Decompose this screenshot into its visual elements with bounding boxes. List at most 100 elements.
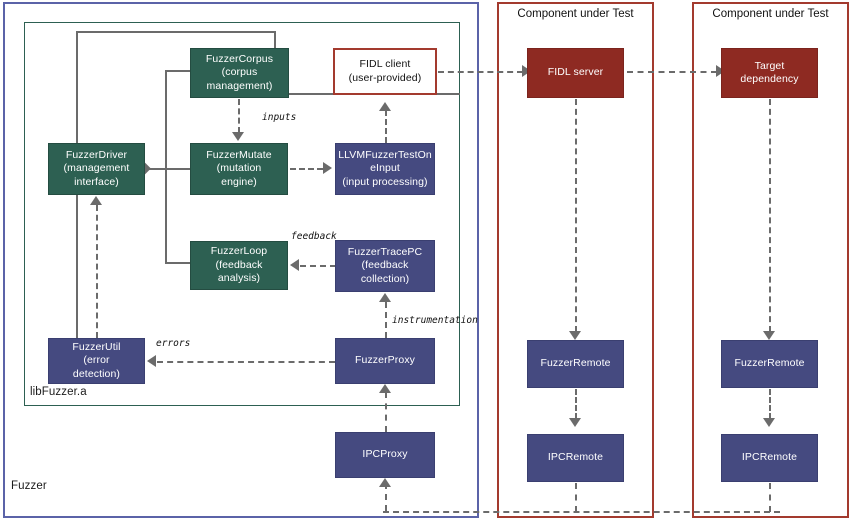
edge-tracepc-to-loop <box>300 265 336 267</box>
edge-bus-riser-2 <box>769 483 771 512</box>
container-fuzzer-label: Fuzzer <box>11 480 47 492</box>
node-fuzzer-driver[interactable]: FuzzerDriver (management interface) <box>48 143 145 195</box>
node-fuzzer-mutate-line2: (mutation <box>216 162 262 175</box>
node-fuzzer-remote-1[interactable]: FuzzerRemote <box>527 340 624 388</box>
node-fuzzer-corpus-line3: management) <box>206 79 273 92</box>
edge-target-to-fuzzerremote-2-arrow <box>763 331 775 340</box>
edge-fuzzerremote-1-to-ipcremote-1-arrow <box>569 418 581 427</box>
node-fuzzer-util-line3: detection) <box>72 367 121 380</box>
node-llvm-fuzzer-test-one-input-line1: LLVMFuzzerTestOn <box>338 148 432 161</box>
container-libfuzzer-label: libFuzzer.a <box>30 386 87 398</box>
node-fuzzer-remote-2-line1: FuzzerRemote <box>734 357 805 370</box>
container-component-under-test-1-title: Component under Test <box>517 8 634 20</box>
edge-fidl-client-to-server-arrow <box>522 65 531 77</box>
edge-fidl-server-to-fuzzerremote-1-arrow <box>569 331 581 340</box>
edge-tracepc-to-loop-arrow <box>290 259 299 271</box>
edge-label-feedback: feedback <box>291 231 337 242</box>
edge-corpus-rail-up <box>274 31 276 49</box>
node-ipc-remote-2-line1: IPCRemote <box>741 451 798 464</box>
node-target-dependency[interactable]: Target dependency <box>721 48 818 98</box>
node-fidl-client[interactable]: FIDL client (user-provided) <box>333 48 437 95</box>
node-fuzzer-util-line1: FuzzerUtil <box>72 340 121 353</box>
node-fuzzer-proxy-line1: FuzzerProxy <box>354 354 416 367</box>
node-target-dependency-line1: Target <box>754 59 785 72</box>
node-fuzzer-loop-line2: (feedback <box>215 258 263 271</box>
edge-corpus-rail-top <box>76 31 275 33</box>
edge-corpus-to-driver <box>146 168 191 170</box>
edge-fuzzerremote-2-to-ipcremote-2-arrow <box>763 418 775 427</box>
node-target-dependency-line2: dependency <box>740 73 799 85</box>
edge-fidl-client-to-server <box>438 71 523 73</box>
node-fuzzer-loop-line3: analysis) <box>217 272 261 285</box>
node-fuzzer-mutate[interactable]: FuzzerMutate (mutation engine) <box>190 143 288 195</box>
node-fuzzer-corpus-line1: FuzzerCorpus <box>205 52 274 65</box>
edge-ipcproxy-to-fuzzerproxy-arrow <box>379 384 391 393</box>
node-ipc-remote-1-line1: IPCRemote <box>547 451 604 464</box>
node-fuzzer-trace-pc-line1: FuzzerTracePC <box>347 245 423 258</box>
edge-llvm-to-fidl-client-arrow <box>379 102 391 111</box>
edge-fidl-server-to-target-arrow <box>716 65 725 77</box>
edge-fidl-server-to-fuzzerremote-1 <box>575 99 577 332</box>
edge-bus-riser-1 <box>575 483 577 512</box>
node-fuzzer-proxy[interactable]: FuzzerProxy <box>335 338 435 384</box>
node-fuzzer-remote-1-line1: FuzzerRemote <box>540 357 611 370</box>
node-fuzzer-driver-line1: FuzzerDriver <box>65 148 128 161</box>
node-fuzzer-trace-pc-line3: collection) <box>360 272 410 285</box>
edge-label-errors: errors <box>156 338 191 349</box>
edge-bus-to-ipcproxy-arrow <box>379 478 391 487</box>
edge-corpus-rail-left <box>76 31 78 371</box>
node-llvm-fuzzer-test-one-input-line3: (input processing) <box>342 175 428 188</box>
node-fuzzer-remote-2[interactable]: FuzzerRemote <box>721 340 818 388</box>
container-component-under-test-2-title: Component under Test <box>712 8 829 20</box>
node-fuzzer-corpus[interactable]: FuzzerCorpus (corpus management) <box>190 48 289 98</box>
node-fuzzer-driver-line2: (management <box>63 162 130 175</box>
edge-fuzzerremote-2-to-ipcremote-2 <box>769 389 771 419</box>
node-fidl-client-line2: (user-provided) <box>348 71 422 84</box>
container-fuzzer <box>3 2 479 518</box>
node-fuzzer-util-line2: (error <box>83 354 110 367</box>
node-fuzzer-driver-line3: interface) <box>74 175 119 188</box>
node-ipc-remote-1[interactable]: IPCRemote <box>527 434 624 482</box>
edge-label-instrumentation: instrumentation <box>392 315 478 326</box>
node-fuzzer-mutate-line3: engine) <box>221 175 257 188</box>
node-fidl-server[interactable]: FIDL server <box>527 48 624 98</box>
node-fuzzer-loop-line1: FuzzerLoop <box>210 245 268 258</box>
node-llvm-fuzzer-test-one-input-line2: eInput <box>370 162 400 175</box>
node-fuzzer-mutate-line1: FuzzerMutate <box>206 148 272 161</box>
node-fidl-client-line1: FIDL client <box>359 58 411 70</box>
edge-corpus-to-mutate-arrow <box>232 132 244 141</box>
edge-proxy-to-util <box>157 361 335 363</box>
container-libfuzzer <box>24 22 460 406</box>
edge-llvm-to-fidl-client <box>385 110 387 143</box>
edge-bottom-bus <box>383 511 780 513</box>
node-fuzzer-trace-pc[interactable]: FuzzerTracePC (feedback collection) <box>335 240 435 292</box>
node-ipc-proxy[interactable]: IPCProxy <box>335 432 435 478</box>
edge-proxy-to-util-arrow <box>147 355 156 367</box>
container-component-under-test-2 <box>692 2 849 518</box>
edge-mutate-to-llvm <box>290 168 323 170</box>
edge-proxy-to-tracepc <box>385 302 387 338</box>
node-fuzzer-corpus-line2: (corpus <box>221 66 258 79</box>
node-fidl-server-line1: FIDL server <box>547 66 604 79</box>
edge-util-to-driver <box>96 205 98 338</box>
edge-corpus-left-down <box>165 70 167 169</box>
container-component-under-test-1 <box>497 2 654 518</box>
node-fuzzer-loop[interactable]: FuzzerLoop (feedback analysis) <box>190 241 288 290</box>
node-llvm-fuzzer-test-one-input[interactable]: LLVMFuzzerTestOn eInput (input processin… <box>335 143 435 195</box>
edge-corpus-left-out <box>165 70 191 72</box>
node-fuzzer-trace-pc-line2: (feedback <box>361 259 409 272</box>
edge-ipcproxy-to-fuzzerproxy <box>385 392 387 432</box>
edge-fuzzerremote-1-to-ipcremote-1 <box>575 389 577 419</box>
edge-corpus-to-mutate <box>238 99 240 133</box>
edge-loop-left-out <box>165 262 191 264</box>
edge-bus-to-ipcproxy <box>385 483 387 511</box>
node-fuzzer-util[interactable]: FuzzerUtil (error detection) <box>48 338 145 384</box>
edge-fidl-server-to-target <box>627 71 717 73</box>
edge-label-inputs: inputs <box>262 112 297 123</box>
edge-loop-left-up <box>165 168 167 263</box>
node-ipc-remote-2[interactable]: IPCRemote <box>721 434 818 482</box>
edge-util-to-driver-arrow <box>90 196 102 205</box>
node-ipc-proxy-line1: IPCProxy <box>362 448 408 461</box>
edge-proxy-to-tracepc-arrow <box>379 293 391 302</box>
